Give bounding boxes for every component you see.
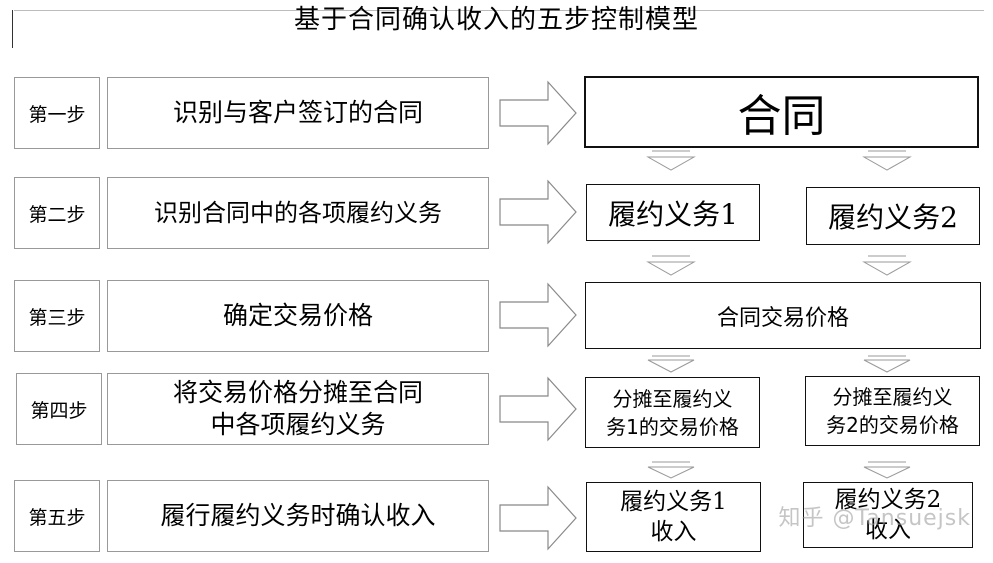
down-arrow-3-left: [647, 355, 695, 373]
allocation-1-line-2: 务1的交易价格: [606, 414, 739, 439]
revenue-2-line-1: 履约义务2: [834, 487, 942, 513]
step-1-label: 第一步: [14, 77, 100, 149]
arrow-right-step-2: [499, 179, 577, 245]
arrow-right-step-4: [499, 376, 577, 442]
watermark: 知乎 @Tansuejsk: [778, 506, 971, 531]
allocation-1-line-1: 分摊至履约义: [612, 386, 733, 411]
step-4-description-line-2: 中各项履约义务: [210, 410, 386, 439]
revenue-1-box: 履约义务1 收入: [586, 482, 761, 552]
diagram-title: 基于合同确认收入的五步控制模型: [293, 5, 699, 35]
arrow-right-step-1: [499, 80, 577, 146]
title-rule-left: [12, 10, 13, 48]
allocation-2-box: 分摊至履约义 务2的交易价格: [805, 376, 980, 446]
arrow-right-step-3: [499, 282, 577, 348]
contract-price-box: 合同交易价格: [585, 282, 981, 349]
revenue-2-line-2: 收入: [865, 517, 911, 543]
down-arrow-3-right: [863, 355, 911, 373]
allocation-2-line-2: 务2的交易价格: [826, 413, 959, 437]
arrow-right-step-5: [499, 485, 577, 551]
down-arrow-4-left: [647, 461, 695, 479]
step-4-label: 第四步: [16, 373, 102, 445]
down-arrow-4-right: [863, 461, 911, 479]
step-4-description: 将交易价格分摊至合同 中各项履约义务: [107, 373, 489, 445]
revenue-2-box: 履约义务2 收入: [803, 482, 973, 548]
down-arrow-1-right: [862, 150, 912, 171]
step-3-description: 确定交易价格: [107, 280, 489, 352]
step-2-description: 识别合同中的各项履约义务: [107, 177, 489, 249]
step-5-label: 第五步: [14, 480, 100, 552]
step-2-label: 第二步: [14, 177, 100, 249]
step-4-description-line-1: 将交易价格分摊至合同: [172, 378, 423, 407]
obligation-2-box: 履约义务2: [806, 187, 980, 245]
revenue-1-line-2: 收入: [650, 519, 697, 545]
title-rule: [14, 10, 984, 11]
down-arrow-1-left: [646, 150, 696, 171]
allocation-2-line-1: 分摊至履约义: [832, 385, 953, 409]
step-1-description: 识别与客户签订的合同: [107, 77, 489, 149]
obligation-1-box: 履约义务1: [586, 184, 760, 241]
contract-box: 合同: [584, 76, 979, 148]
step-5-description: 履行履约义务时确认收入: [107, 480, 489, 552]
down-arrow-2-left: [646, 255, 696, 276]
down-arrow-2-right: [862, 255, 912, 276]
revenue-1-line-1: 履约义务1: [620, 489, 727, 515]
allocation-1-box: 分摊至履约义 务1的交易价格: [585, 377, 760, 448]
step-3-label: 第三步: [14, 280, 100, 352]
